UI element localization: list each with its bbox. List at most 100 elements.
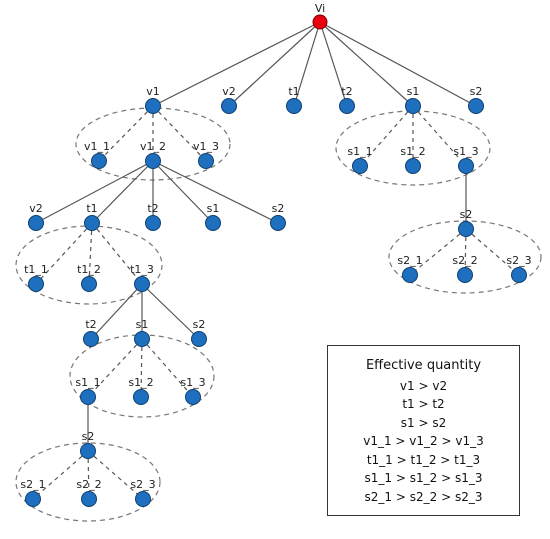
legend-line: t1_1 > t1_2 > t1_3 (366, 452, 481, 467)
solid-edge (293, 21, 321, 107)
tree-node (80, 443, 96, 459)
solid-edge (91, 160, 154, 224)
tree-node (28, 215, 44, 231)
node-label: t1 (86, 202, 97, 215)
dashed-edge (140, 338, 143, 398)
legend-box: Effective quantity v1 > v2 t1 > t2 s1 > … (327, 345, 520, 516)
node-label: v1_1 (84, 140, 110, 153)
node-label: s2_3 (506, 254, 531, 267)
node-label: t1_3 (130, 263, 154, 276)
tree-node (185, 389, 201, 405)
solid-edge (228, 21, 321, 107)
dashed-edge (98, 105, 154, 162)
root-node (312, 14, 328, 30)
legend-line: v1_1 > v1_2 > v1_3 (363, 434, 484, 448)
tree-node (458, 221, 474, 237)
solid-edge (152, 160, 214, 224)
solid-edge (319, 21, 477, 107)
node-label: s2 (460, 208, 473, 221)
tree-node (457, 267, 473, 283)
root-node-label: Vi (315, 2, 325, 15)
tree-node (135, 491, 151, 507)
tree-node (133, 389, 149, 405)
tree-node (145, 215, 161, 231)
solid-edge (319, 21, 414, 107)
solid-edge (319, 21, 348, 107)
tree-node (83, 331, 99, 347)
tree-node (339, 98, 355, 114)
tree-node (402, 267, 418, 283)
node-label: t2 (85, 318, 96, 331)
node-label: s2 (82, 430, 95, 443)
legend-line: s2_1 > s2_2 > s2_3 (364, 489, 483, 504)
node-label: t2 (147, 202, 158, 215)
node-label: t1 (288, 85, 299, 98)
dashed-edge (88, 222, 93, 285)
tree-node (145, 153, 161, 169)
node-label: v1_3 (193, 140, 219, 153)
tree-node (145, 98, 161, 114)
node-label: s1_1 (75, 376, 100, 389)
dashed-edge (409, 228, 467, 276)
legend-line: t1 > t2 (402, 397, 445, 411)
tree-node (80, 389, 96, 405)
tree-node (205, 215, 221, 231)
node-label: s2_2 (76, 478, 101, 491)
solid-edge (35, 160, 154, 224)
tree-node (458, 158, 474, 174)
dashed-edge (465, 228, 520, 276)
dashed-edge (35, 222, 93, 285)
node-label: s2_1 (20, 478, 45, 491)
tree-node (286, 98, 302, 114)
group-ellipse (15, 225, 163, 305)
node-label: s1_3 (180, 376, 205, 389)
dashed-edge (91, 222, 143, 285)
dashed-edge (141, 338, 194, 398)
legend-line: s1 > s2 (400, 415, 447, 430)
solid-edge (90, 283, 143, 340)
node-label: v2 (29, 202, 43, 215)
tree-node (81, 276, 97, 292)
tree-edges (32, 21, 520, 500)
solid-edge (152, 160, 279, 224)
tree-node (511, 267, 527, 283)
group-ellipse (388, 220, 542, 294)
tree-node (84, 215, 100, 231)
group-ellipse (15, 442, 161, 522)
node-label: s1 (407, 85, 420, 98)
legend-title: Effective quantity (365, 358, 482, 373)
tree-nodes (25, 14, 527, 507)
dashed-edge (32, 450, 89, 500)
node-label: t1_1 (24, 263, 48, 276)
dashed-edge (87, 338, 143, 398)
tree-node (134, 331, 150, 347)
tree-node (405, 98, 421, 114)
solid-edge (152, 21, 321, 107)
node-label: t2 (341, 85, 352, 98)
legend-line: v1 > v2 (399, 378, 448, 393)
node-label: s1 (136, 318, 149, 331)
node-label: s2_3 (130, 478, 155, 491)
node-label: s2 (272, 202, 285, 215)
tree-node (28, 276, 44, 292)
dashed-edge (87, 450, 90, 500)
tree-node (134, 276, 150, 292)
dashed-edge (359, 105, 414, 167)
solid-edge (141, 283, 200, 340)
node-label: v1_2 (140, 140, 166, 153)
tree-node (81, 491, 97, 507)
tree-node (405, 158, 421, 174)
node-label: s2 (470, 85, 483, 98)
node-label: t1_2 (77, 263, 101, 276)
group-ellipse (335, 110, 491, 186)
node-label: v2 (222, 85, 236, 98)
tree-node (191, 331, 207, 347)
tree-node (198, 153, 214, 169)
node-label: s2 (193, 318, 206, 331)
node-label: s1_1 (347, 145, 372, 158)
tree-node (91, 153, 107, 169)
dashed-edge (87, 450, 144, 500)
node-label: s2_1 (397, 254, 422, 267)
